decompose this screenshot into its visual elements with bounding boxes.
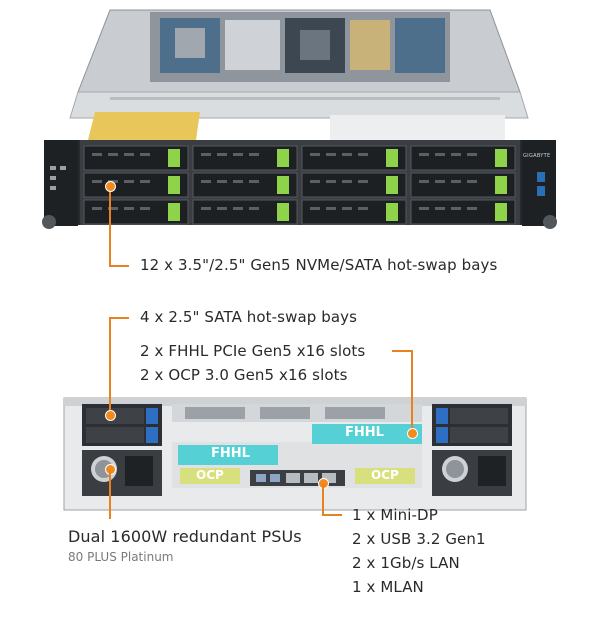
bay-vent [467,207,477,210]
bay-vent [217,180,227,183]
bay-vent [217,207,227,210]
bay-vent [92,153,102,156]
psu-leader-vertical [109,469,111,519]
pcie-leader-horizontal [392,350,413,352]
bay-vent [140,207,150,210]
bays-leader-horizontal [109,265,129,267]
ocp-right-label: OCP [371,468,399,482]
bay-vent [435,153,445,156]
bay-vent [233,153,243,156]
io-leader-horizontal [322,514,342,516]
bay-vent [326,153,336,156]
bay-latch [277,203,289,221]
io-item: 1 x Mini-DP [352,506,438,524]
fhhl-slot-right [312,424,422,444]
bay-latch [495,149,507,167]
bay-vent [249,207,259,210]
bay-vent [92,180,102,183]
ocp-slot-right [355,468,415,484]
bay-vent [124,207,134,210]
fhhl-slot-left [178,445,278,465]
bay-vent [233,180,243,183]
bay-latch [277,149,289,167]
bay-vent [358,180,368,183]
bay-vent [233,207,243,210]
sata-leader-dot [105,410,116,421]
bays-leader-dot [105,181,116,192]
pcie-slots-callout: 2 x FHHL PCIe Gen5 x16 slots [140,342,366,360]
bay-vent [451,153,461,156]
fhhl-right-label: FHHL [345,425,384,440]
bay-vent [326,180,336,183]
bay-vent [435,207,445,210]
ocp-slots-callout: 2 x OCP 3.0 Gen5 x16 slots [140,366,348,384]
bay-latch [386,176,398,194]
bay-vent [201,207,211,210]
ocp-left-label: OCP [196,468,224,482]
brand-label: GIGABYTE [523,153,551,159]
sata-leader-vertical [109,317,111,414]
bay-vent [124,180,134,183]
sata-bays-callout: 4 x 2.5" SATA hot-swap bays [140,308,358,326]
bay-latch [386,203,398,221]
bay-vent [201,153,211,156]
bay-vent [140,153,150,156]
bay-vent [451,207,461,210]
bay-vent [108,207,118,210]
bay-vent [326,207,336,210]
bay-vent [310,153,320,156]
bay-vent [140,180,150,183]
bay-vent [467,153,477,156]
bay-vent [467,180,477,183]
io-item: 2 x USB 3.2 Gen1 [352,530,486,548]
pcie-leader-vertical [411,350,413,433]
bay-vent [358,153,368,156]
bay-vent [419,180,429,183]
bay-vent [342,207,352,210]
bay-vent [451,180,461,183]
bay-latch [168,176,180,194]
io-item: 2 x 1Gb/s LAN [352,554,460,572]
pcie-leader-dot [407,428,418,439]
bay-vent [419,153,429,156]
psu-callout-sub: 80 PLUS Platinum [68,550,174,564]
io-leader-vertical [322,483,324,516]
bay-vent [435,180,445,183]
fhhl-left-label: FHHL [211,446,250,461]
bay-latch [168,203,180,221]
bay-vent [249,180,259,183]
bay-latch [277,176,289,194]
bay-latch [495,176,507,194]
bay-latch [168,149,180,167]
bay-vent [342,153,352,156]
bay-vent [310,207,320,210]
bay-latch [386,149,398,167]
bay-vent [92,207,102,210]
bay-vent [358,207,368,210]
bay-latch [495,203,507,221]
bays-leader-vertical [109,186,111,266]
front-bays-callout: 12 x 3.5"/2.5" Gen5 NVMe/SATA hot-swap b… [140,256,498,274]
bay-vent [342,180,352,183]
sata-leader-horizontal [109,317,129,319]
psu-callout: Dual 1600W redundant PSUs [68,527,302,546]
bay-vent [249,153,259,156]
bay-vent [419,207,429,210]
bay-vent [108,153,118,156]
rear-server-chassis [63,397,527,511]
bay-vent [201,180,211,183]
front-drive-bays [83,145,516,225]
bay-vent [217,153,227,156]
ocp-slot-left [180,468,240,484]
bay-vent [124,153,134,156]
io-item: 1 x MLAN [352,578,424,596]
bay-vent [310,180,320,183]
